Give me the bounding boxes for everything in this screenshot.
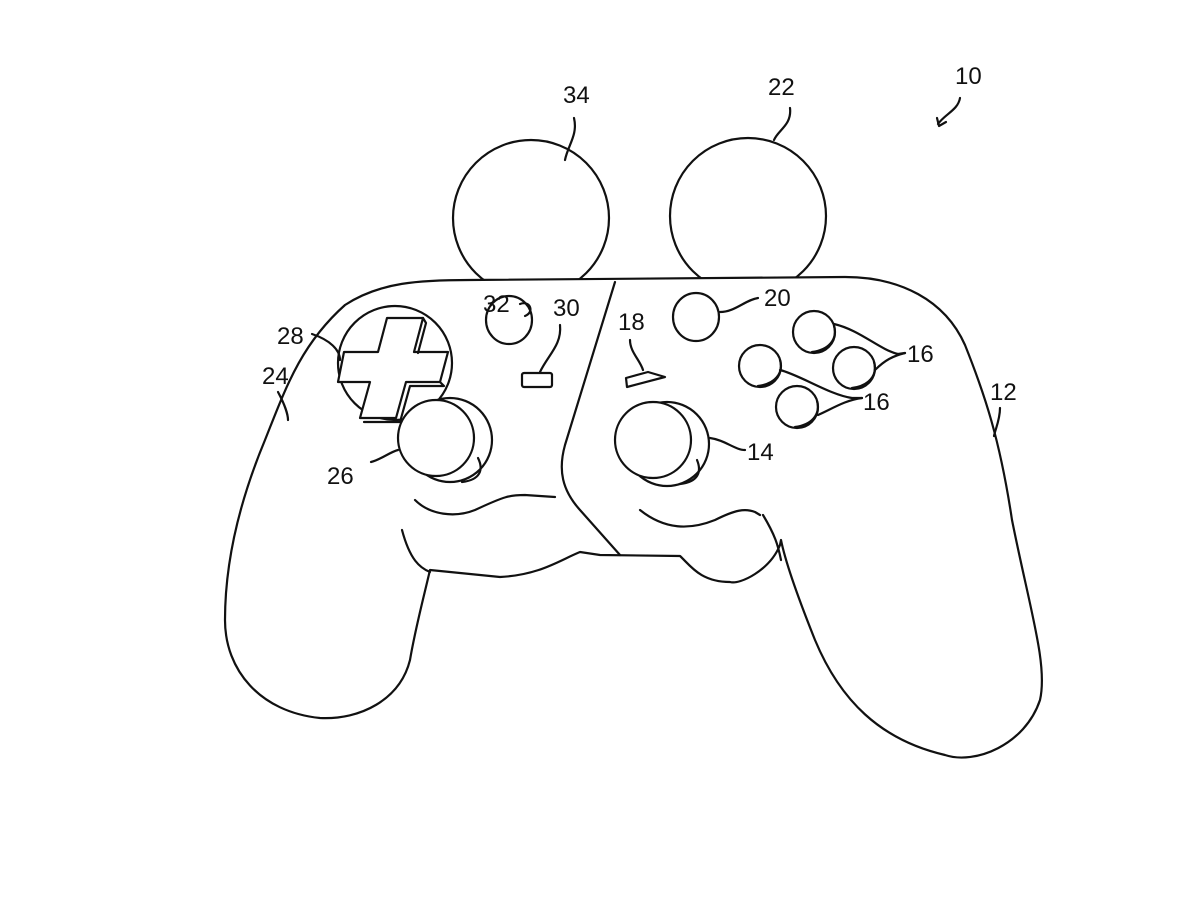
- label-22: 22: [768, 74, 795, 101]
- left-grip-contour: [400, 528, 432, 574]
- left-sphere: [451, 138, 611, 298]
- label-10: 10: [955, 63, 982, 90]
- label-16-upper: 16: [907, 341, 934, 368]
- label-30: 30: [553, 295, 580, 322]
- label-20: 20: [764, 285, 791, 312]
- right-joystick-stem: [678, 458, 701, 486]
- right-inner-contour: [638, 508, 762, 528]
- label-12: 12: [990, 379, 1017, 406]
- left-small-button: [520, 371, 554, 389]
- label-28: 28: [277, 323, 304, 350]
- label-16-lower: 16: [863, 389, 890, 416]
- label-14: 14: [747, 439, 774, 466]
- right-grip-contour: [761, 513, 783, 562]
- dpad-edge: [362, 380, 446, 424]
- left-joystick-cap[interactable]: [396, 398, 476, 478]
- right-sphere: [668, 136, 828, 296]
- left-round-button: [484, 294, 534, 346]
- center-seam: [560, 280, 622, 557]
- dpad-edge: [416, 316, 428, 355]
- right-small-button: [624, 370, 667, 389]
- left-joystick-stem: [460, 456, 482, 484]
- leader-lines: [276, 96, 1002, 464]
- action-buttons: [737, 309, 877, 430]
- label-34: 34: [563, 82, 590, 109]
- label-26: 26: [327, 463, 354, 490]
- controller-housing: [223, 275, 1044, 759]
- right-round-button: [671, 291, 721, 343]
- dpad-icon: [336, 316, 450, 420]
- label-32: 32: [483, 291, 510, 318]
- label-18: 18: [618, 309, 645, 336]
- label-24: 24: [262, 363, 289, 390]
- left-inner-contour: [413, 493, 557, 516]
- dpad-recess: [336, 304, 454, 422]
- right-joystick-cap[interactable]: [613, 400, 693, 480]
